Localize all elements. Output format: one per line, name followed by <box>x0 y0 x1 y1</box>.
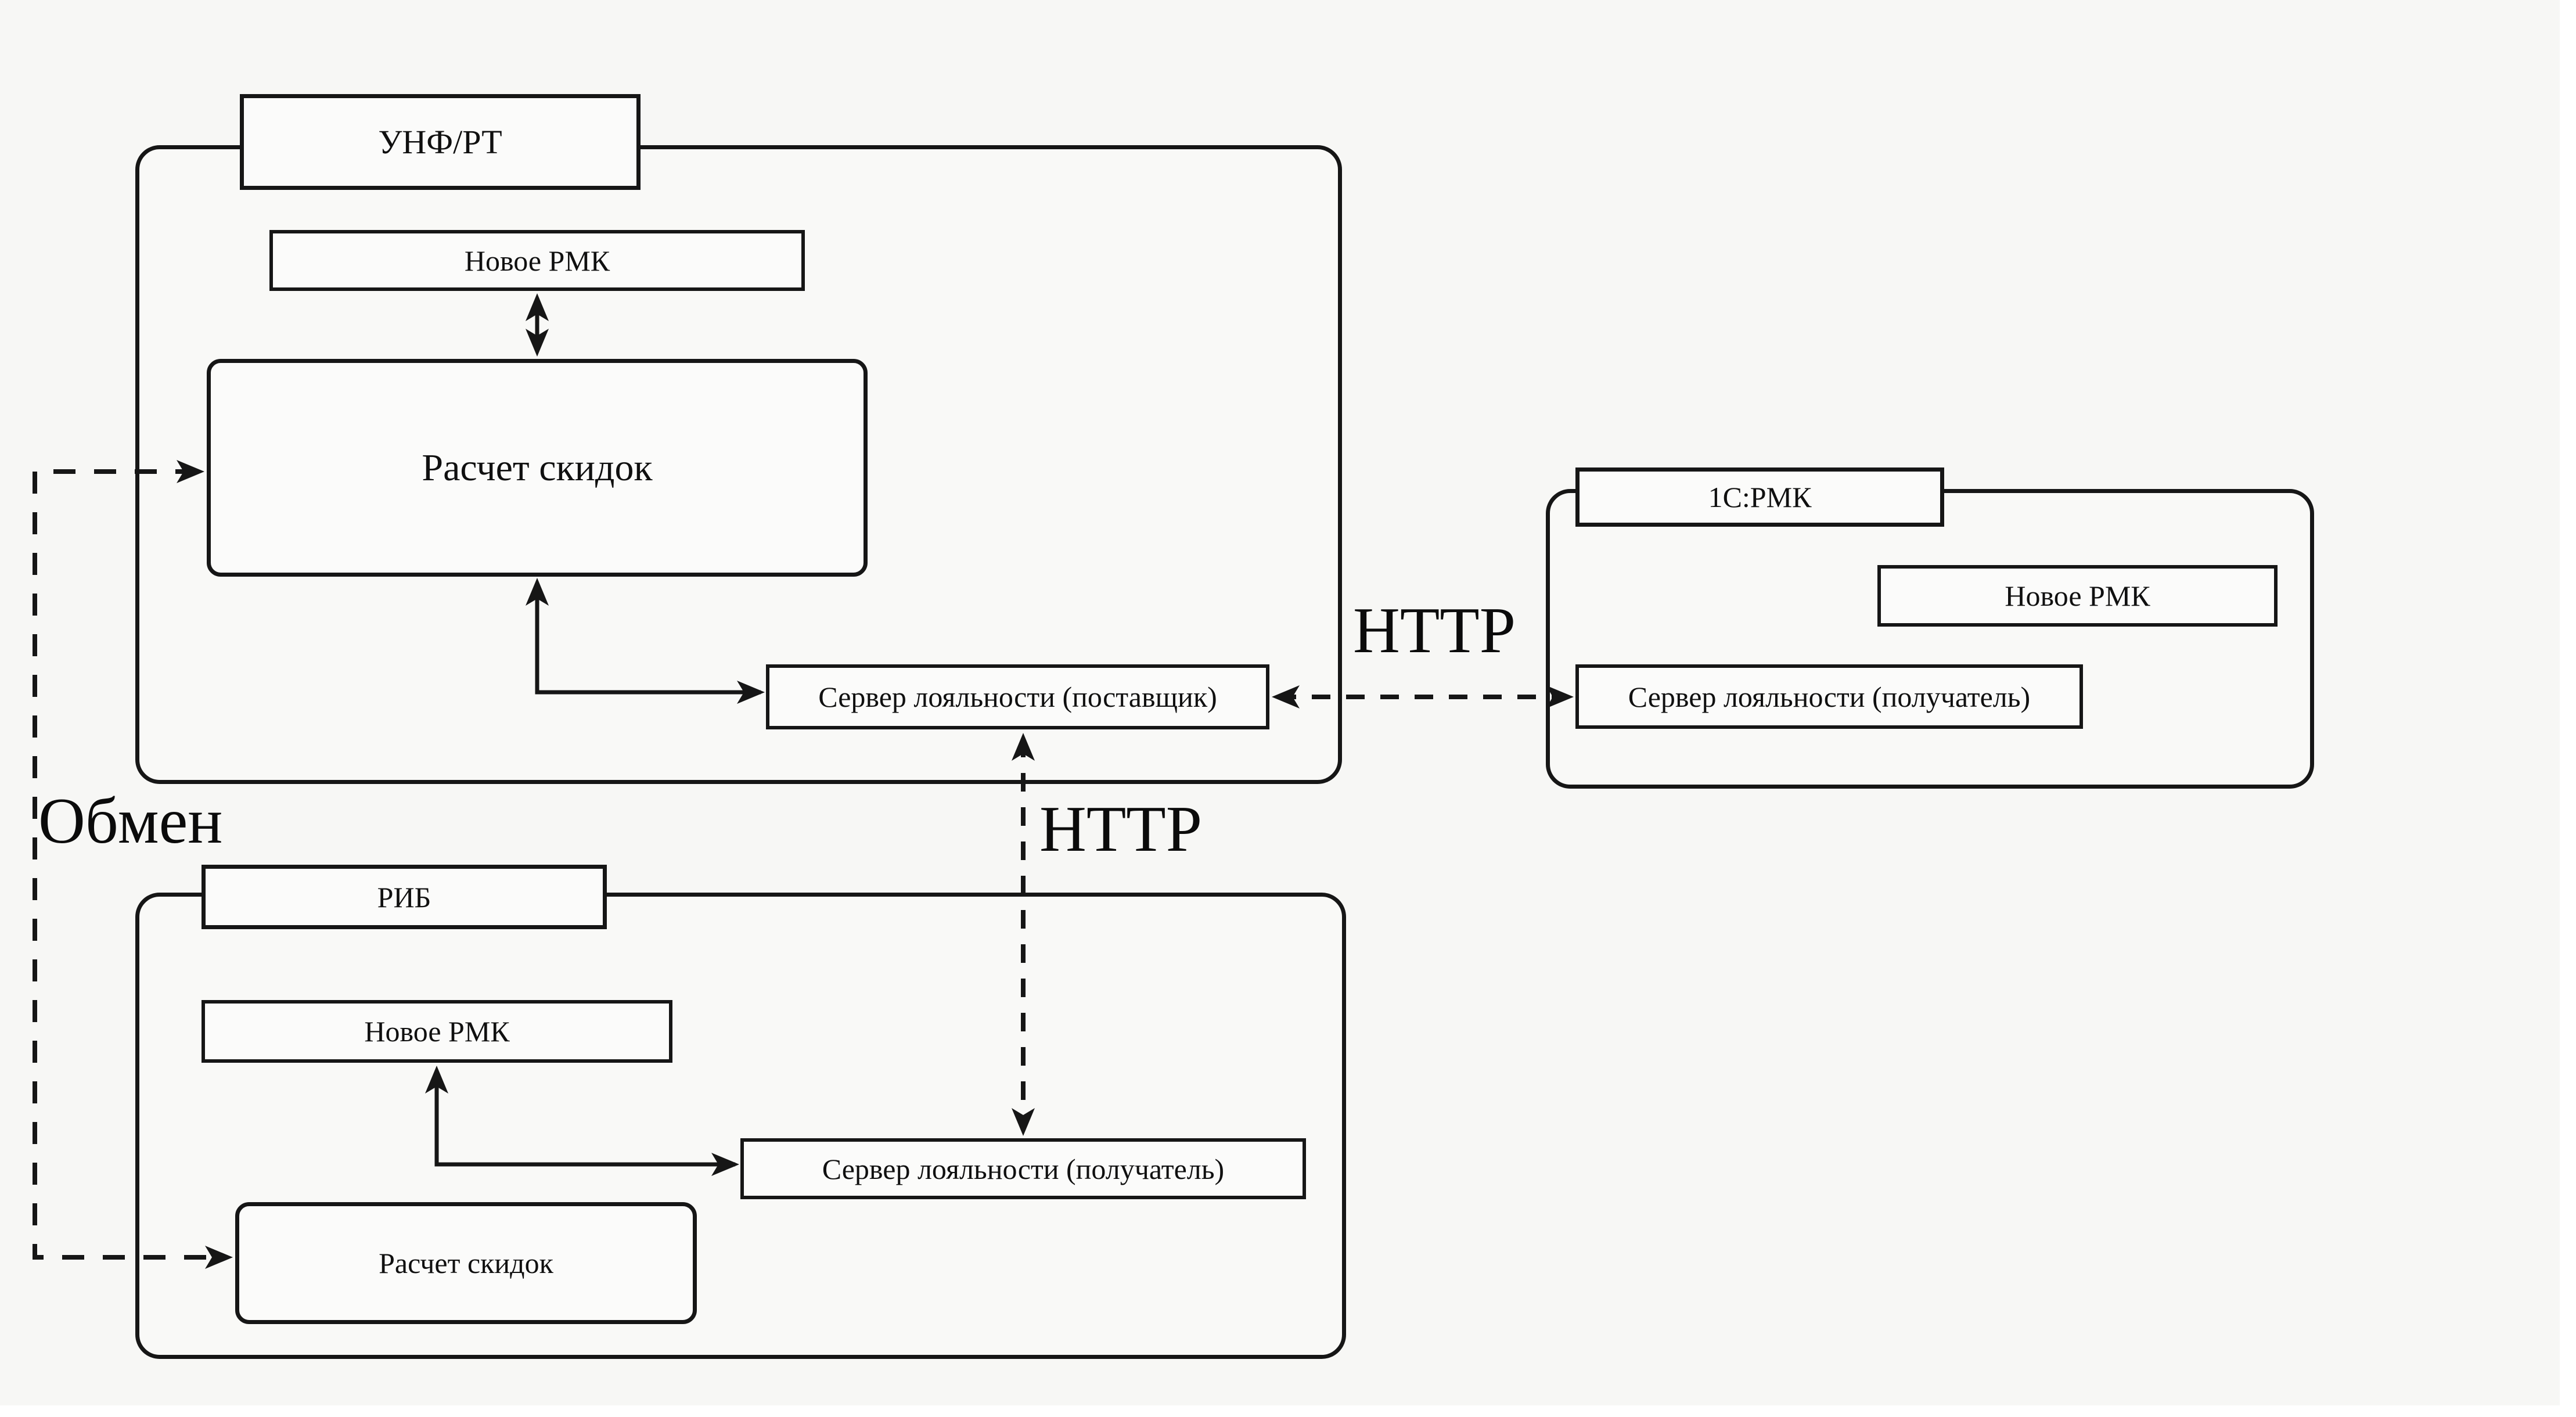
container-title-unf: УНФ/РТ <box>240 94 641 190</box>
node-unf-loyalty-server-supplier: Сервер лояльности (поставщик) <box>766 664 1269 729</box>
container-title-rib: РИБ <box>202 865 607 929</box>
page-edge-right <box>2560 0 2576 1417</box>
container-title-unf-label: УНФ/РТ <box>378 123 502 161</box>
container-title-1c-rmk-label: 1С:РМК <box>1708 481 1812 513</box>
container-title-rib-label: РИБ <box>377 880 431 914</box>
node-rib-raschet-skidok-label: Расчет скидок <box>379 1247 553 1279</box>
label-http-right: HTTP <box>1353 595 1516 667</box>
node-unf-raschet-skidok-label: Расчет скидок <box>422 446 653 489</box>
label-obmen: Обмен <box>38 785 223 857</box>
container-title-1c-rmk: 1С:РМК <box>1575 467 1944 527</box>
node-1c-novoe-rmk-label: Новое РМК <box>2005 580 2150 612</box>
connector-unf-rmk-raschet <box>526 293 549 357</box>
node-rib-novoe-rmk-label: Новое РМК <box>364 1015 510 1048</box>
node-1c-novoe-rmk: Новое РМК <box>1877 565 2278 627</box>
node-rib-loyalty-server-receiver-label: Сервер лояльности (получатель) <box>822 1152 1225 1185</box>
label-http-center: HTTP <box>1039 793 1202 865</box>
node-unf-raschet-skidok: Расчет скидок <box>207 359 868 577</box>
connector-http-suppliers <box>1272 685 1574 708</box>
connector-rib-rmk-server <box>425 1066 739 1176</box>
connector-unf-raschet-server <box>526 578 765 704</box>
container-1c-rmk <box>1546 489 2314 789</box>
page-edge-bottom <box>0 1405 2576 1417</box>
node-unf-novoe-rmk-label: Новое РМК <box>464 244 610 277</box>
node-rib-novoe-rmk: Новое РМК <box>202 1000 672 1063</box>
node-1c-loyalty-server-receiver: Сервер лояльности (получатель) <box>1575 664 2083 729</box>
node-rib-loyalty-server-receiver: Сервер лояльности (получатель) <box>740 1138 1306 1199</box>
connector-obmen <box>33 460 233 1269</box>
node-rib-raschet-skidok: Расчет скидок <box>235 1202 697 1324</box>
node-1c-loyalty-server-receiver-label: Сервер лояльности (получатель) <box>1628 680 2031 713</box>
node-unf-loyalty-server-supplier-label: Сервер лояльности (поставщик) <box>818 681 1217 713</box>
connector-http-vertical <box>1012 733 1035 1136</box>
node-unf-novoe-rmk: Новое РМК <box>269 230 805 291</box>
